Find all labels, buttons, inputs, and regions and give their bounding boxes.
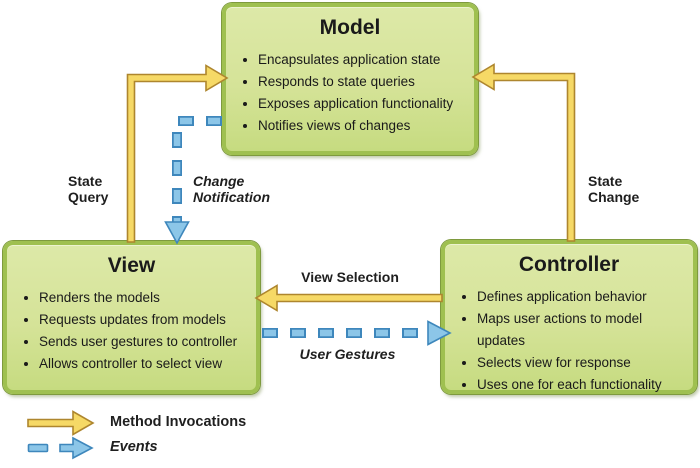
- view-title: View: [107, 254, 156, 277]
- controller-bullet: Maps user actions to model updates: [477, 308, 687, 352]
- view-bullet-list: Renders the models Requests updates from…: [7, 287, 256, 375]
- controller-bullet: Defines application behavior: [477, 286, 687, 308]
- change-notification-label: Change Notification: [193, 173, 270, 205]
- model-bullet: Exposes application functionality: [258, 93, 468, 115]
- view-selection-arrow: [254, 284, 443, 312]
- change-notification-arrow-outline: [172, 116, 222, 222]
- controller-bullet: Selects view for response: [477, 352, 687, 374]
- model-title: Model: [319, 16, 381, 39]
- state-change-arrow: [471, 63, 576, 242]
- change-notification-arrowhead: [164, 221, 190, 245]
- view-selection-label: View Selection: [301, 269, 399, 285]
- legend-events-dash: [27, 443, 49, 453]
- view-box: View Renders the models Requests updates…: [3, 241, 260, 394]
- state-query-arrow: [126, 64, 229, 243]
- change-notification-arrow: [173, 117, 222, 222]
- controller-title: Controller: [518, 253, 620, 276]
- model-bullet: Notifies views of changes: [258, 115, 468, 137]
- model-box: Model Encapsulates application state Res…: [222, 3, 478, 155]
- view-bullet: Sends user gestures to controller: [39, 331, 250, 353]
- legend-method-label: Method Invocations: [110, 414, 247, 430]
- legend-method-arrow: [27, 410, 95, 436]
- controller-bullet-list: Defines application behavior Maps user a…: [445, 286, 693, 396]
- state-query-label: State Query: [68, 173, 109, 205]
- controller-bullet: Uses one for each functionality: [477, 374, 687, 396]
- view-bullet: Renders the models: [39, 287, 250, 309]
- legend-events-label: Events: [110, 439, 158, 455]
- model-bullet: Encapsulates application state: [258, 49, 468, 71]
- view-bullet: Requests updates from models: [39, 309, 250, 331]
- view-bullet: Allows controller to select view: [39, 353, 250, 375]
- state-change-label: State Change: [588, 173, 640, 205]
- legend-events-arrow: [59, 436, 94, 460]
- model-bullet: Responds to state queries: [258, 71, 468, 93]
- user-gestures-label: User Gestures: [299, 346, 396, 362]
- controller-box: Controller Defines application behavior …: [441, 240, 697, 394]
- model-bullet-list: Encapsulates application state Responds …: [226, 49, 474, 137]
